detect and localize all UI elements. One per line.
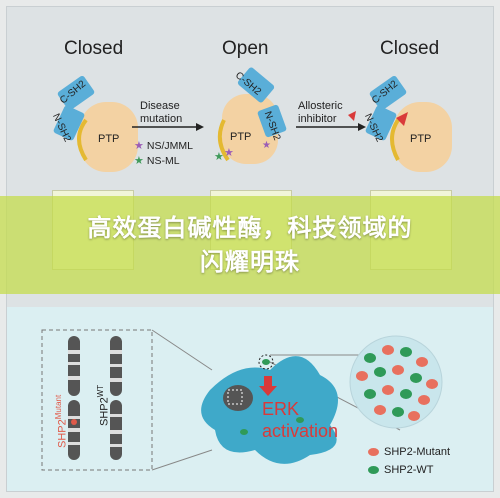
erk-arrow-icon: [259, 386, 277, 396]
state-label-closed-right: Closed: [380, 38, 440, 59]
chromosome-frame: [41, 329, 153, 471]
star-icon: ★: [134, 154, 144, 167]
arrow-inhibitor-head: [358, 123, 366, 131]
arrow2-line2: inhibitor: [298, 113, 337, 125]
protein-diagrams: PTP PTP ★ ★ ★ PTP: [53, 67, 452, 172]
arrow2-text: Allosteric inhibitor: [298, 100, 343, 126]
inhibitor-icon: [396, 112, 408, 126]
erk-text: ERK activation: [262, 398, 338, 442]
inhibitor-legend-icon: [348, 111, 356, 121]
mutation-star-green: ★: [214, 151, 224, 163]
ptp-label-left: PTP: [98, 133, 119, 145]
legend-top-label-1: NS/JMML: [146, 140, 193, 152]
wt-dot-icon: [368, 466, 379, 474]
chromosome-mutant: [68, 336, 80, 460]
legend-top-item-1: ★ NS/JMML: [134, 140, 193, 152]
chrom-wt-text: SHP2: [98, 397, 111, 426]
arrow1-line1: Disease: [140, 100, 180, 112]
arrow1-line2: mutation: [140, 113, 183, 125]
star-icon: ★: [134, 139, 144, 152]
chrom-wt-sup: WT: [96, 384, 105, 398]
arrow1-text: Disease mutation: [140, 100, 182, 126]
zoom-dots: [356, 345, 438, 421]
bottom-illustration: [41, 329, 443, 471]
protein-closed-left: PTP: [53, 75, 138, 172]
banner-title-line1: 高效蛋白碱性酶，科技领域的: [87, 214, 413, 242]
cell-nucleus: [223, 385, 253, 411]
title-banner: 高效蛋白碱性酶，科技领域的 闪耀明珠: [0, 196, 500, 294]
chrom-label-mutant: SHP2Mutant: [54, 395, 69, 448]
ptp-label-right: PTP: [410, 133, 431, 145]
ptp-label-middle: PTP: [230, 131, 251, 143]
mutant-dot-icon: [368, 448, 379, 456]
protein-open: PTP ★ ★ ★: [214, 67, 287, 164]
legend-bottom-item-2: SHP2-WT: [368, 464, 434, 476]
chromosome-wt: [110, 336, 122, 460]
chrom-mutant-text: SHP2: [56, 419, 69, 448]
legend-bottom-label-2: SHP2-WT: [384, 464, 434, 476]
legend-bottom-item-1: SHP2-Mutant: [368, 446, 450, 458]
mutation-star-purple: ★: [224, 147, 234, 159]
cell-body: [201, 356, 338, 464]
arrow-mutation-head: [196, 123, 204, 131]
state-label-open: Open: [222, 38, 269, 59]
arrow2-line1: Allosteric: [298, 100, 343, 112]
chrom-label-wt: SHP2WT: [96, 385, 111, 426]
legend-bottom-label-1: SHP2-Mutant: [384, 446, 451, 458]
erk-line1: ERK: [262, 399, 300, 419]
legend-top-label-2: NS-ML: [146, 155, 180, 167]
state-label-closed-left: Closed: [64, 38, 124, 59]
banner-title-line2: 闪耀明珠: [200, 248, 300, 276]
erk-line2: activation: [262, 421, 339, 441]
legend-top-item-2: ★ NS-ML: [134, 155, 180, 167]
mutation-star-purple-2: ★: [262, 140, 271, 151]
chrom-mutant-sup: Mutant: [54, 394, 63, 420]
protein-closed-right: PTP: [365, 75, 452, 172]
